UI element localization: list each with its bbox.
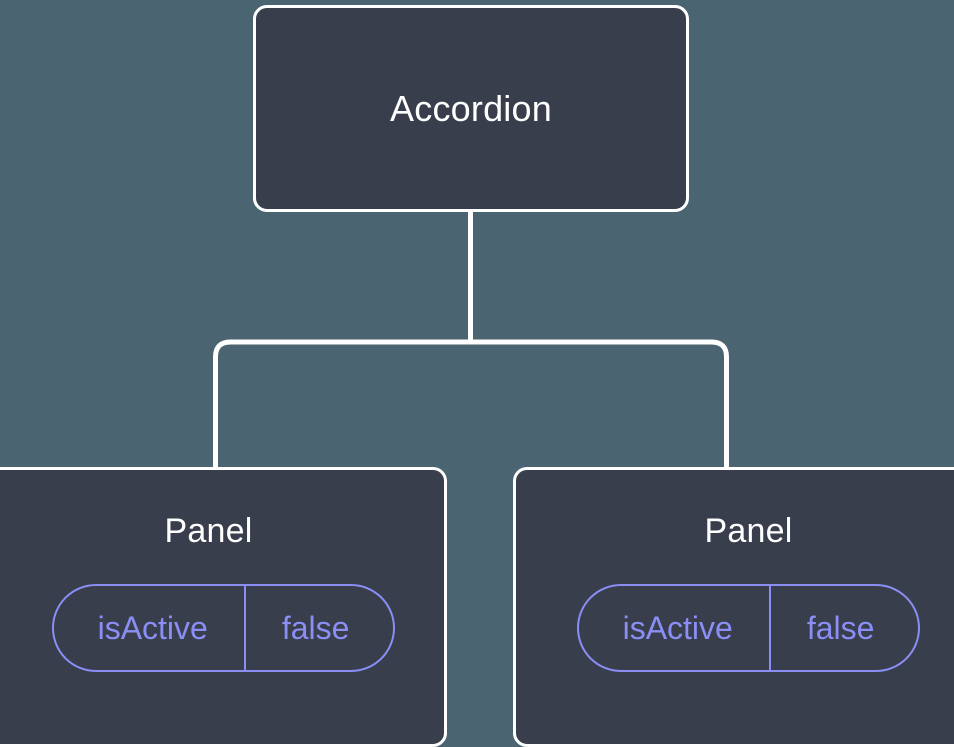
prop-value: false — [806, 610, 875, 646]
prop-key: isActive — [579, 586, 771, 670]
prop-key: isActive — [54, 586, 246, 670]
node-title: Panel — [164, 512, 253, 550]
prop-pill[interactable]: isActive false — [51, 584, 396, 672]
tree-node-panel-2[interactable]: Panel isActive false — [513, 467, 954, 747]
node-title: Accordion — [390, 87, 552, 129]
tree-node-accordion[interactable]: Accordion — [253, 5, 689, 212]
edge-bus-to-children — [213, 339, 729, 480]
prop-value: false — [281, 610, 350, 646]
tree-node-panel-1[interactable]: Panel isActive false — [0, 467, 447, 747]
node-title: Panel — [704, 512, 793, 550]
prop-pill[interactable]: isActive false — [576, 584, 921, 672]
